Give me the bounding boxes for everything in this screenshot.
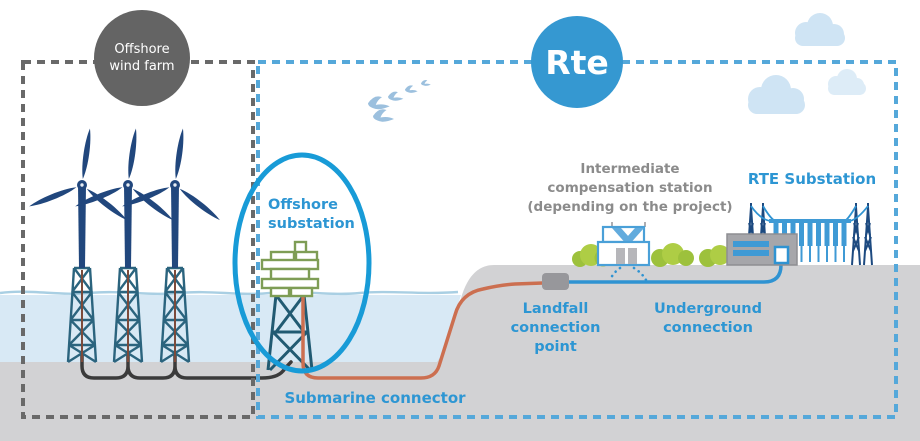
badge-line-1: Offshore bbox=[114, 42, 170, 57]
rte-substation-label: RTE Substation bbox=[747, 170, 877, 188]
bush-icon bbox=[572, 243, 730, 267]
label-line: connection bbox=[510, 320, 601, 336]
cable-link-dotted bbox=[608, 266, 648, 282]
seabed-land bbox=[0, 265, 920, 441]
highlight-ellipse bbox=[232, 152, 372, 374]
label-line: compensation station bbox=[547, 180, 713, 196]
underground-connection-label: Underground connection bbox=[623, 300, 793, 338]
label-line: substation bbox=[268, 216, 355, 232]
landfall-junction-box bbox=[542, 273, 569, 290]
cloud-icon bbox=[795, 13, 845, 46]
landfall-connection-label: Landfall connection point bbox=[488, 300, 623, 357]
offshore-substation-label: Offshore substation bbox=[268, 196, 388, 234]
label-line: (depending on the project) bbox=[527, 199, 733, 215]
sea-surface bbox=[0, 290, 459, 296]
label-line: Landfall bbox=[522, 301, 589, 317]
label-line: Offshore bbox=[268, 197, 338, 213]
intermediate-station-label: Intermediate compensation station (depen… bbox=[495, 160, 765, 217]
offshore-substation-topside-icon bbox=[260, 240, 320, 298]
overhead-wires bbox=[750, 205, 869, 222]
bird-flock-icon bbox=[368, 80, 431, 122]
cloud-icon bbox=[828, 69, 866, 95]
compensation-station-icon bbox=[596, 222, 651, 267]
submarine-cable bbox=[301, 281, 545, 380]
cloud-icon bbox=[748, 75, 805, 114]
connection-boundary-box bbox=[256, 60, 898, 419]
rte-substation-building-icon bbox=[726, 233, 798, 266]
label-line: connection bbox=[663, 320, 753, 336]
label-line: point bbox=[534, 339, 577, 355]
label-line: Intermediate bbox=[580, 161, 680, 177]
rte-logo: Rte bbox=[531, 16, 623, 108]
submarine-connector-label: Submarine connector bbox=[284, 389, 466, 407]
label-line: Underground bbox=[654, 301, 762, 317]
badge-line-2: wind farm bbox=[109, 59, 175, 74]
offshore-wind-farm-badge: Offshore wind farm bbox=[94, 10, 190, 106]
rte-logo-text: Rte bbox=[545, 42, 609, 82]
